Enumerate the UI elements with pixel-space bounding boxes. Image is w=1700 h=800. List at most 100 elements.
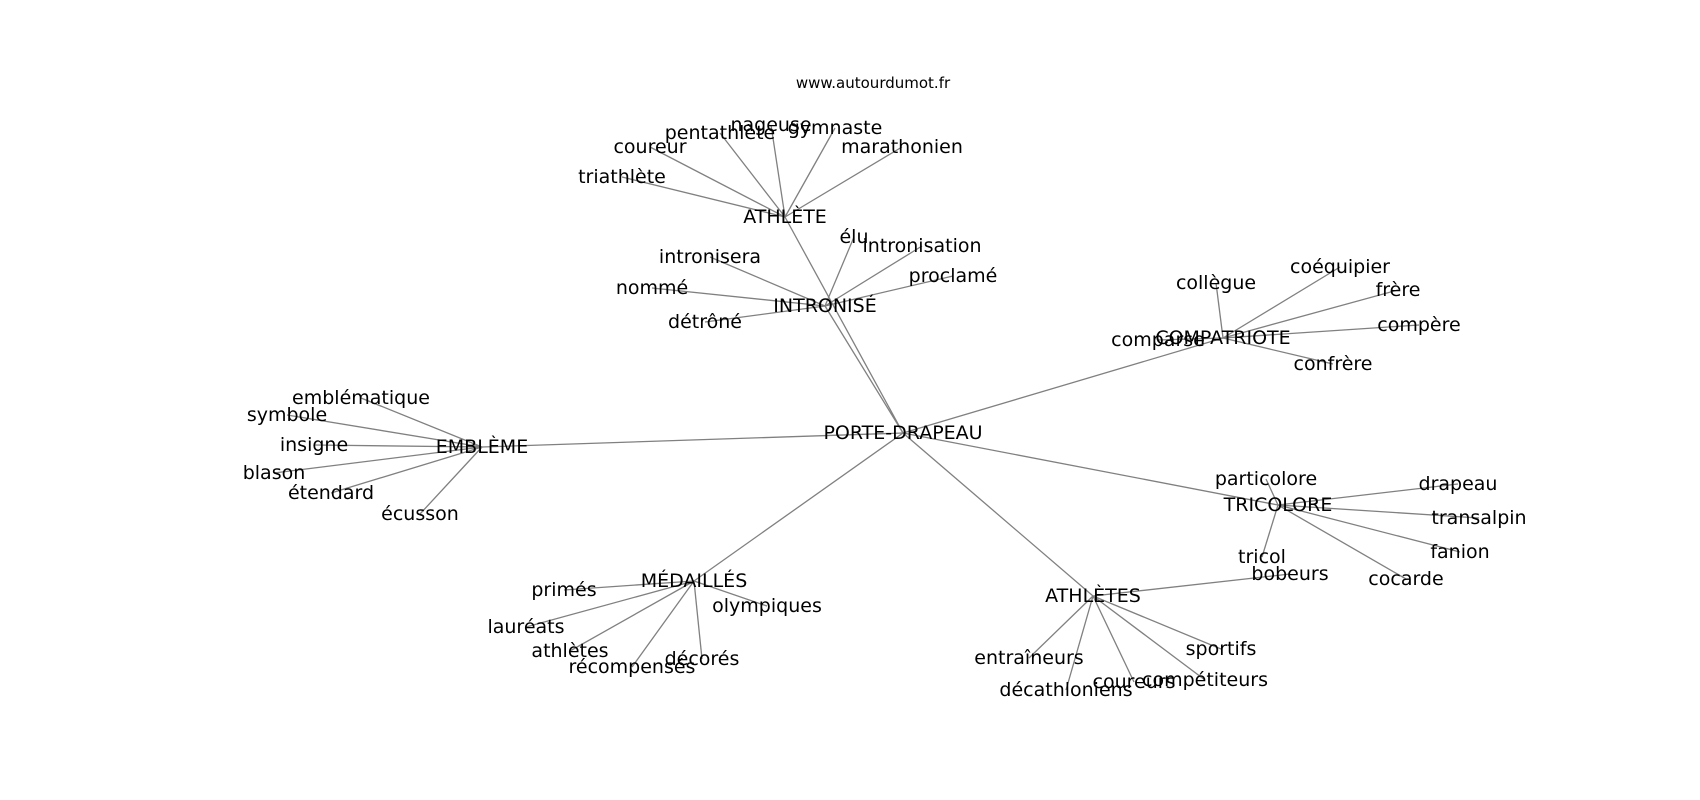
edge-embleme-blason — [273, 446, 483, 474]
edge-embleme-ecusson — [419, 446, 483, 515]
word-node-frere: frère — [1376, 279, 1421, 301]
edge-medailles-recompenses — [631, 580, 695, 668]
word-node-collegue: collègue — [1176, 272, 1256, 294]
word-node-detrone: détrôné — [668, 311, 742, 333]
edge-compatriote-coequipier — [1222, 266, 1341, 339]
edge-athletes-bobeurs — [1092, 573, 1291, 597]
edge-center-embleme — [481, 432, 904, 448]
word-node-sportifs: sportifs — [1186, 638, 1257, 660]
word-node-drapeau: drapeau — [1419, 473, 1498, 495]
edge-center-tricolore — [902, 432, 1279, 506]
edge-center-athlete — [784, 216, 904, 434]
word-node-nageuse: nageuse — [730, 114, 811, 136]
word-node-coureurs: coureurs — [1093, 671, 1176, 693]
edge-athletes-sportifs — [1092, 595, 1222, 650]
word-node-proclame: proclamé — [909, 265, 998, 287]
edge-athlete-triathlete — [621, 176, 786, 218]
edge-center-medailles — [693, 432, 904, 582]
edge-embleme-emblematique — [360, 397, 483, 448]
edge-intronise-proclame — [824, 275, 954, 307]
word-node-decathloniens: décathloniens — [999, 679, 1132, 701]
edge-tricolore-fanion — [1277, 504, 1461, 553]
edge-tricolore-transalpin — [1277, 504, 1480, 519]
word-node-olympiques: olympiques — [712, 595, 822, 617]
edge-compatriote-confrere — [1222, 337, 1334, 365]
edge-center-intronise — [824, 305, 904, 434]
word-node-confrere: confrère — [1294, 353, 1373, 375]
edge-medailles-decores — [693, 580, 703, 660]
word-node-tricol: tricol — [1238, 546, 1286, 568]
edge-athlete-coureur — [649, 146, 786, 218]
word-node-triathlete: triathlète — [578, 166, 666, 188]
word-node-gymnaste: gymnaste — [788, 117, 883, 139]
hub-node-intronise: INTRONISÉ — [773, 294, 876, 317]
center-node-porte-drapeau: PORTE-DRAPEAU — [823, 422, 982, 444]
word-node-decores: décorés — [665, 648, 740, 670]
word-node-entraineurs: entraîneurs — [974, 647, 1083, 669]
word-node-ecusson: écusson — [381, 503, 459, 525]
word-node-laureats: lauréats — [487, 616, 564, 638]
edge-medailles-athletes — [569, 580, 695, 652]
edge-tricolore-particolore — [1265, 478, 1279, 506]
edge-medailles-laureats — [525, 580, 695, 628]
word-node-compere: compère — [1377, 314, 1460, 336]
word-node-nomme: nommé — [616, 277, 688, 299]
word-node-particolore: particolore — [1215, 468, 1317, 490]
edge-intronise-intronisera — [709, 256, 826, 307]
edge-intronise-nomme — [651, 287, 826, 307]
edge-athletes-competiteurs — [1092, 595, 1206, 681]
word-node-intronisera: intronisera — [659, 246, 761, 268]
hub-node-tricolore: TRICOLORE — [1223, 494, 1333, 516]
word-node-insigne: insigne — [280, 434, 348, 456]
word-node-primes: primés — [531, 579, 596, 601]
word-node-pentathlete: pentathlète — [665, 122, 775, 144]
edge-athletes-entraineurs — [1028, 595, 1094, 659]
word-node-intronisation: intronisation — [862, 235, 981, 257]
hub-node-embleme: EMBLÈME — [436, 435, 528, 458]
edge-compatriote-compere — [1222, 324, 1420, 339]
word-node-comparse: comparse — [1111, 329, 1205, 351]
edge-medailles-olympiques — [693, 580, 768, 607]
word-node-marathonien: marathonien — [841, 136, 963, 158]
word-node-symbole: symbole — [247, 404, 327, 426]
edge-intronise-intronisation — [824, 245, 923, 307]
word-node-fanion: fanion — [1430, 541, 1489, 563]
edge-athlete-gymnaste — [784, 127, 836, 218]
word-node-coequipier: coéquipier — [1290, 256, 1390, 278]
edges — [273, 124, 1480, 691]
word-node-transalpin: transalpin — [1431, 507, 1526, 529]
edge-athlete-nageuse — [770, 124, 786, 218]
hub-node-athletes: ATHLÈTES — [1045, 584, 1141, 607]
edge-athlete-marathonien — [784, 146, 903, 218]
hub-node-athlete: ATHLÈTE — [743, 205, 827, 228]
edge-athlete-pentathlete — [719, 132, 786, 218]
edge-intronise-elu — [824, 236, 855, 307]
edge-athletes-decathloniens — [1065, 595, 1094, 691]
word-node-etendard: étendard — [288, 482, 374, 504]
edge-center-compatriote — [902, 337, 1224, 434]
edge-compatriote-frere — [1222, 289, 1399, 339]
edge-medailles-primes — [563, 580, 695, 591]
edge-embleme-symbole — [286, 414, 483, 448]
edge-tricolore-cocarde — [1277, 504, 1407, 580]
edge-tricolore-drapeau — [1277, 483, 1459, 506]
word-node-bobeurs: bobeurs — [1251, 563, 1328, 585]
edge-compatriote-collegue — [1215, 282, 1224, 339]
word-node-athletes: athlètes — [531, 640, 608, 662]
word-node-blason: blason — [243, 462, 306, 484]
edge-intronise-detrone — [704, 305, 826, 323]
edge-embleme-etendard — [330, 446, 483, 494]
edge-embleme-insigne — [313, 444, 483, 448]
word-node-competiteurs: compétiteurs — [1142, 669, 1268, 691]
word-node-emblematique: emblématique — [292, 387, 430, 409]
edge-athletes-coureurs — [1092, 595, 1135, 683]
word-node-recompenses: récompensés — [569, 656, 696, 678]
word-node-coureur: coureur — [613, 136, 686, 158]
hub-node-medailles: MÉDAILLÉS — [641, 569, 748, 592]
hub-node-compatriote: COMPATRIOTE — [1155, 327, 1290, 349]
source-url: www.autourdumot.fr — [796, 74, 951, 92]
word-node-elu: élu — [839, 226, 868, 248]
edge-center-athletes — [902, 432, 1094, 597]
